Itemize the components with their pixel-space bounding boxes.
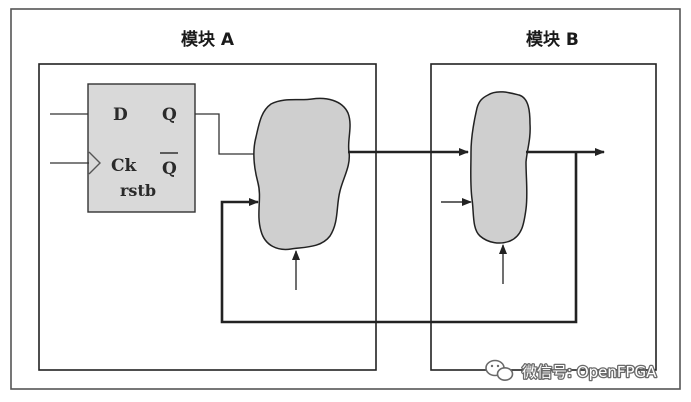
outer-frame xyxy=(10,8,681,390)
feedback-loop xyxy=(220,152,578,324)
pin-ck-label: Ck xyxy=(111,156,138,176)
watermark-text: 微信号: OpenFPGA xyxy=(522,363,657,381)
flipflop-body xyxy=(87,83,196,213)
module-b-title: 模块 B xyxy=(526,29,579,50)
pin-qbar-label: Q xyxy=(162,159,177,179)
module-a-box xyxy=(38,63,377,371)
logic-cloud-a xyxy=(253,97,351,251)
module-b-box xyxy=(430,63,657,371)
pin-rst-label: rstb xyxy=(120,181,156,200)
wechat-icon xyxy=(485,359,514,381)
flipflop: D Q Ck Q rstb xyxy=(87,83,196,213)
clock-triangle-icon xyxy=(88,151,101,175)
wire-q-output xyxy=(195,113,262,155)
module-a-title: 模块 A xyxy=(181,29,235,50)
pin-d-label: D xyxy=(113,105,128,125)
pin-q-label: Q xyxy=(162,105,177,125)
logic-cloud-b xyxy=(470,91,531,244)
watermark: 微信号: OpenFPGA xyxy=(485,359,658,382)
